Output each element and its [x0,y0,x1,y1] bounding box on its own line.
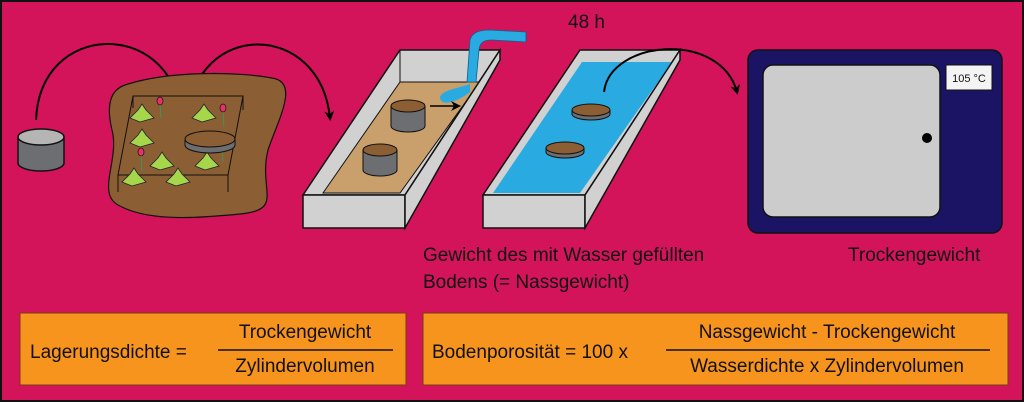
oven-temperature: 105 °C [952,73,986,85]
drying-oven: 105 °C [747,49,1003,234]
cylinder-in-soil [184,130,236,154]
soil-field [107,72,287,219]
bulk-density-formula: Lagerungsdichte = Trockengewicht Zylinde… [19,312,407,386]
porosity-lhs: Bodenporosität = 100 x [432,342,628,363]
bulk-density-denominator: Zylindervolumen [235,356,374,377]
tray-with-soil-cylinders [301,29,527,231]
oven-door [762,64,941,218]
water-hose-icon [466,29,527,83]
tray-with-water [481,47,682,231]
dry-weight-label: Trockengewicht [848,245,981,266]
oven-handle-icon [922,133,932,143]
oven-display [945,64,993,91]
porosity-formula: Bodenporosität = 100 x Nassgewicht - Tro… [422,312,1009,386]
wet-weight-label-line2: Bodens (= Nassgewicht) [423,272,629,293]
bulk-density-lhs: Lagerungsdichte = [30,342,187,363]
porosity-denominator: Wasserdichte x Zylindervolumen [690,356,964,377]
soaking-time-label: 48 h [568,12,605,33]
porosity-numerator: Nassgewicht - Trockengewicht [699,322,956,343]
wet-weight-label-line1: Gewicht des mit Wasser gefüllten [423,245,704,266]
empty-cylinder-icon [17,128,65,172]
plants [121,103,220,187]
bulk-density-numerator: Trockengewicht [239,322,372,343]
arrow-to-oven [603,48,740,95]
